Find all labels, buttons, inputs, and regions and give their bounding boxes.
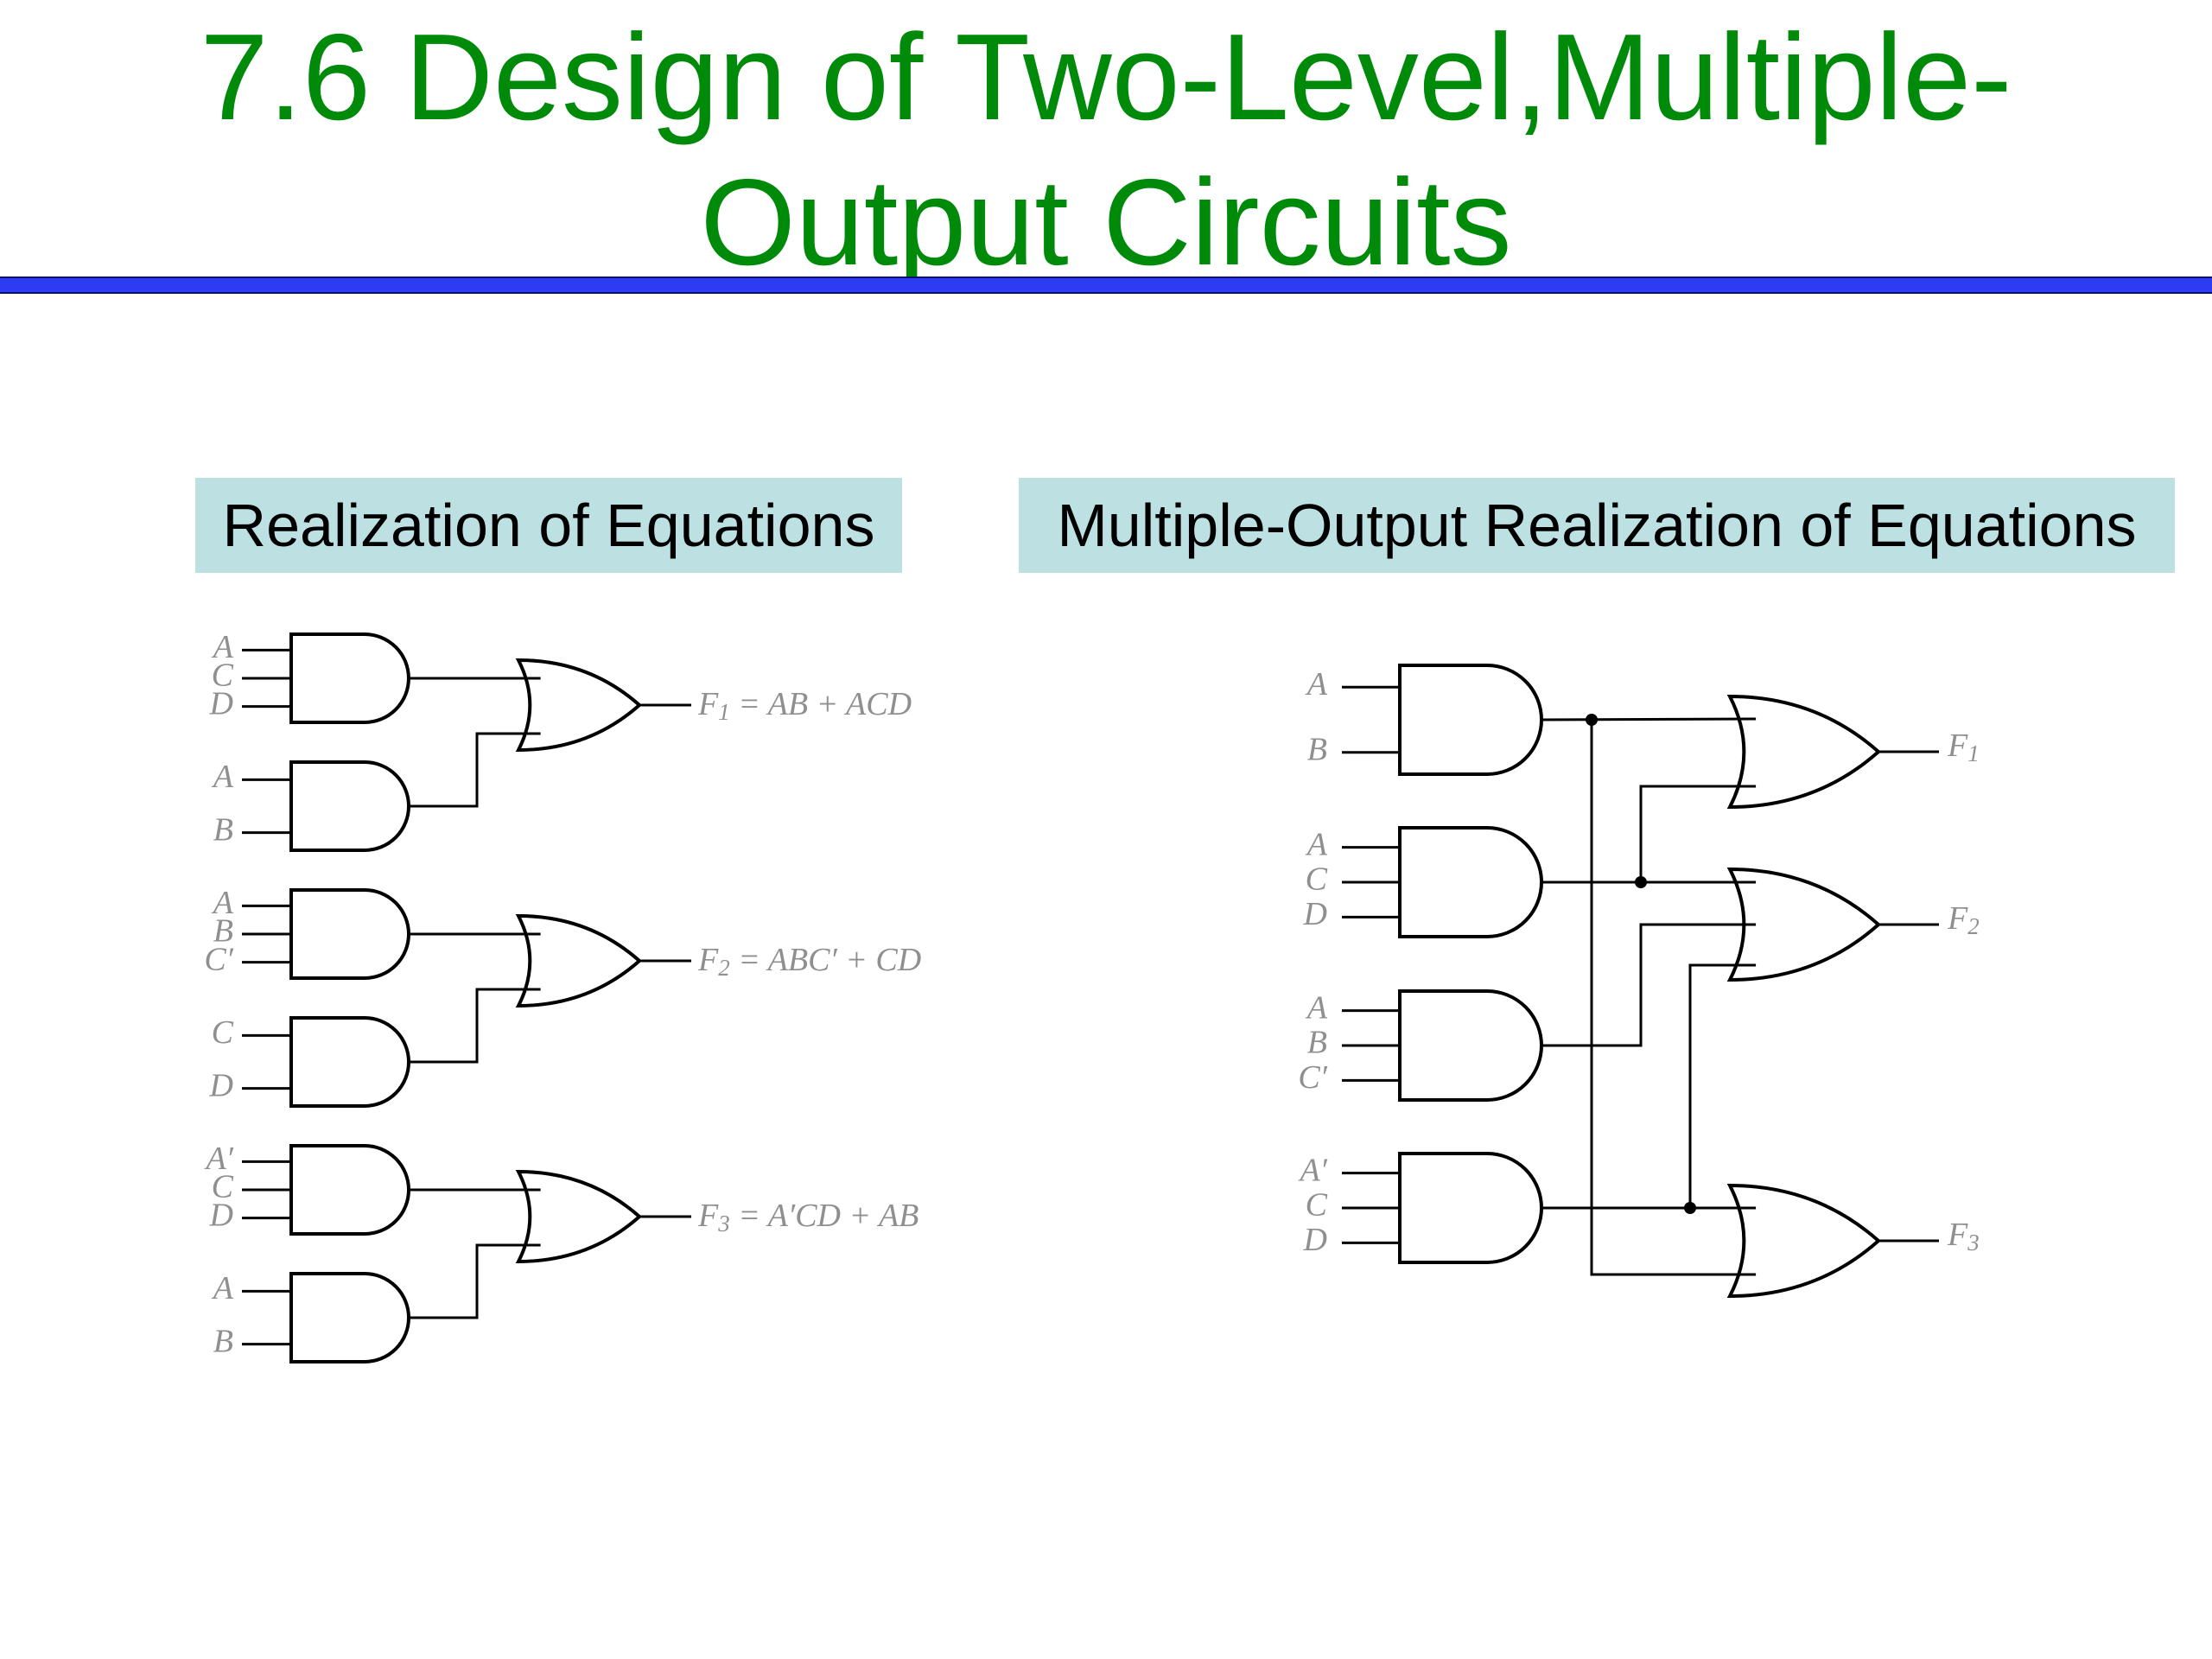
and-gate [1398,826,1543,938]
and-gate [289,1272,410,1363]
output-label: F2 = ABC′ + CD [697,942,921,981]
and-gate [1398,664,1543,776]
output-name: F [697,686,719,722]
output-subscript: 2 [1967,913,1980,939]
and-gate [1398,1152,1543,1264]
wire [1688,963,1757,1208]
and-to-or-wire [409,732,541,808]
wire [1639,785,1757,882]
wire [1541,717,1757,721]
output-equation: = ABC′ + CD [730,942,921,978]
or-gate [515,1169,643,1264]
and-gate [289,632,410,724]
output-name: F [1947,1217,1968,1253]
input-label: A [1305,989,1328,1026]
output-equation: = A′CD + AB [730,1198,919,1234]
and-to-or-wire [409,988,541,1064]
input-label: C [212,658,234,694]
or-gate [515,658,643,753]
output-subscript: 1 [1967,741,1980,766]
and-gate [1398,989,1543,1102]
output-label: F3 = A′CD + AB [697,1198,918,1236]
and-gate [289,1016,410,1108]
output-subscript: 2 [718,955,730,981]
output-subscript: 1 [718,699,730,725]
input-label: A [211,759,234,795]
caption-multiple-output-realization: Multiple-Output Realization of Equations [1019,478,2175,573]
junction-dot [1586,714,1598,726]
input-label: D [209,1197,233,1233]
or-gate [1726,867,1882,982]
and-gate [289,1144,410,1236]
input-label: A [211,885,234,921]
wire [1541,923,1757,1047]
input-label: B [213,1323,233,1359]
output-subscript: 3 [717,1211,730,1236]
input-label: B [1307,732,1327,768]
output-label: F1 = AB + ACD [697,686,912,725]
input-label: C [212,1014,234,1051]
slide-title-line-1: 7.6 Design of Two-Level,Multiple- [200,9,2012,146]
output-name: F [1947,728,1968,764]
input-label: B [213,913,233,950]
input-label: B [1307,1025,1327,1061]
input-label: A [211,1270,234,1306]
output-subscript: 3 [1967,1230,1980,1255]
output-equation: = AB + ACD [730,686,912,722]
input-label: D [1303,1222,1327,1258]
output-label: F1 [1947,728,1980,766]
output-name: F [697,942,719,978]
input-label: C′ [204,941,233,977]
slide-title-line-2: Output Circuits [700,154,1512,291]
wire [1590,720,1757,1276]
input-label: C [1306,861,1328,898]
input-label: D [1303,896,1327,932]
or-gate [1726,1183,1882,1299]
junction-dot [1684,1202,1696,1214]
input-label: C′ [1298,1059,1327,1096]
output-label: F2 [1947,900,1980,939]
input-label: B [213,811,233,848]
input-label: A [1305,826,1328,862]
output-name: F [697,1198,719,1234]
junction-dot [1635,876,1647,888]
output-label: F3 [1947,1217,1980,1255]
input-label: D [209,1067,233,1103]
input-label: C [1306,1187,1328,1224]
title-divider [0,276,2212,294]
input-label: A [1305,666,1328,702]
slide-title: 7.6 Design of Two-Level,Multiple- Output… [0,5,2212,296]
and-to-or-wire [409,1243,541,1319]
input-label: C [212,1169,234,1205]
output-name: F [1947,900,1968,937]
caption-realization: Realization of Equations [195,478,902,573]
or-gate [1726,694,1882,810]
input-label: A′ [1297,1152,1327,1188]
input-label: A′ [203,1141,233,1177]
and-gate [289,888,410,980]
input-label: A [211,629,234,665]
input-label: D [209,685,233,721]
or-gate [515,913,643,1008]
and-gate [289,760,410,852]
